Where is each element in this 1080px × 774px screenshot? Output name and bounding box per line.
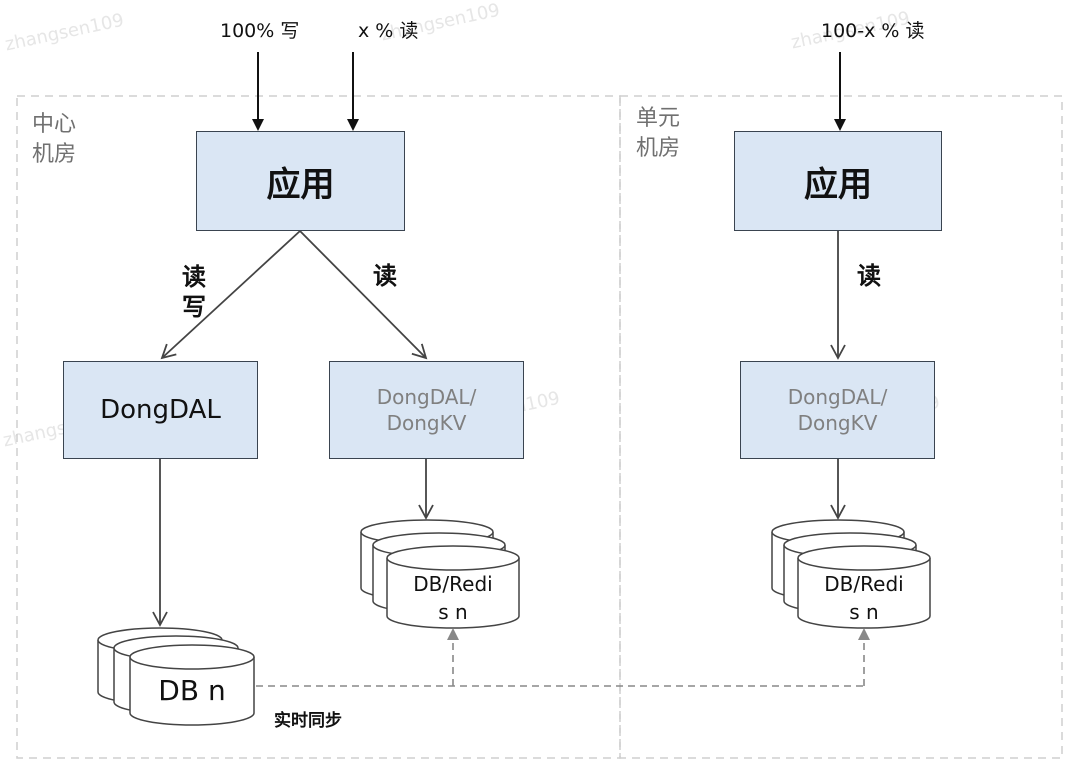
read-x-label: x % 读 (358, 20, 419, 42)
unit-redis-line1: DB/Redi (824, 572, 904, 596)
center-kv-line1: DongDAL/ (376, 385, 477, 409)
unit-kv-box: DongDAL/ DongKV (740, 361, 935, 459)
center-redis-line2: s n (438, 600, 468, 624)
unit-redis-label: DB/Redi s n (798, 570, 930, 626)
center-redis-cylinder-stack (360, 519, 520, 629)
write-100-label: 100% 写 (220, 20, 300, 42)
center-app-box: 应用 (196, 131, 405, 231)
center-redis-line1: DB/Redi (413, 572, 493, 596)
unit-region-border (619, 95, 1063, 759)
unit-redis-cylinder-stack (771, 519, 931, 629)
center-read-edge-label: 读 (373, 262, 397, 290)
arrow-app-to-kv (299, 230, 428, 360)
arrow-app-to-dongdal (160, 230, 301, 360)
db-n-cylinder-stack (97, 627, 255, 726)
center-kv-line2: DongKV (386, 411, 467, 435)
unit-kv-line2: DongKV (797, 411, 878, 435)
center-kv-box: DongDAL/ DongKV (329, 361, 524, 459)
db-n-label: DB n (158, 674, 226, 707)
unit-region-title: 单元机房 (636, 106, 681, 161)
unit-kv-line1: DongDAL/ (787, 385, 888, 409)
unit-read-edge-label: 读 (857, 262, 881, 290)
center-redis-label: DB/Redi s n (387, 570, 519, 626)
unit-redis-line2: s n (849, 600, 879, 624)
unit-app-box: 应用 (734, 131, 942, 231)
center-region-border (16, 95, 621, 759)
realtime-sync-label: 实时同步 (274, 711, 342, 731)
center-dongdal-box: DongDAL (63, 361, 258, 459)
read-100-minus-x-label: 100-x % 读 (821, 20, 925, 42)
center-region-title: 中心机房 (32, 112, 77, 167)
read-write-edge-label: 读写 (182, 263, 206, 321)
